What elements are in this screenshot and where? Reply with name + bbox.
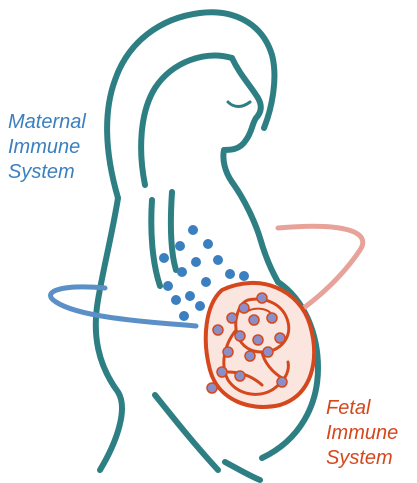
fetal-cell [263, 347, 273, 357]
fetal-cell [227, 313, 237, 323]
maternal-cell [201, 277, 211, 287]
maternal-label-line-1: Maternal [8, 110, 86, 135]
maternal-cell [188, 225, 198, 235]
fetal-label-line-2: Immune [326, 421, 398, 446]
maternal-cell [159, 253, 169, 263]
maternal-cell [175, 241, 185, 251]
fetal-cell [245, 351, 255, 361]
fetal-cell [213, 325, 223, 335]
arm-inner-line [171, 192, 176, 270]
maternal-arrow [51, 287, 196, 326]
maternal-cell [177, 267, 187, 277]
fetal-cell [257, 293, 267, 303]
fetal-cell [217, 367, 227, 377]
back-line [96, 198, 122, 470]
maternal-immune-system-label: Maternal Immune System [8, 110, 86, 185]
fetal-immune-system-label: Fetal Immune System [326, 396, 398, 471]
hair-outer-line [107, 12, 274, 198]
maternal-cell [191, 257, 201, 267]
fetal-cell [223, 347, 233, 357]
arm-line [151, 200, 160, 286]
fetal-cell [249, 315, 259, 325]
fetal-cell [235, 371, 245, 381]
maternal-cell [163, 281, 173, 291]
maternal-cell [225, 269, 235, 279]
maternal-cell [171, 295, 181, 305]
maternal-label-line-2: Immune [8, 135, 86, 160]
fetal-cell [277, 377, 287, 387]
chest-line [232, 182, 278, 282]
fetal-cell [235, 331, 245, 341]
leg-line-2 [225, 462, 260, 480]
fetal-label-line-3: System [326, 446, 398, 471]
face-profile [223, 58, 260, 182]
fetal-cell [207, 383, 217, 393]
maternal-cell [213, 255, 223, 265]
maternal-cell [179, 311, 189, 321]
maternal-cell [203, 239, 213, 249]
hair-inner-line [141, 56, 232, 185]
fetal-cell [267, 313, 277, 323]
closed-eye [228, 102, 250, 107]
fetal-cell [253, 335, 263, 345]
maternal-cell [195, 301, 205, 311]
maternal-cell [239, 271, 249, 281]
maternal-label-line-3: System [8, 160, 86, 185]
fetal-cell [275, 333, 285, 343]
leg-line [155, 395, 218, 470]
fetal-cell [239, 303, 249, 313]
fetal-label-line-1: Fetal [326, 396, 398, 421]
maternal-cell [185, 291, 195, 301]
